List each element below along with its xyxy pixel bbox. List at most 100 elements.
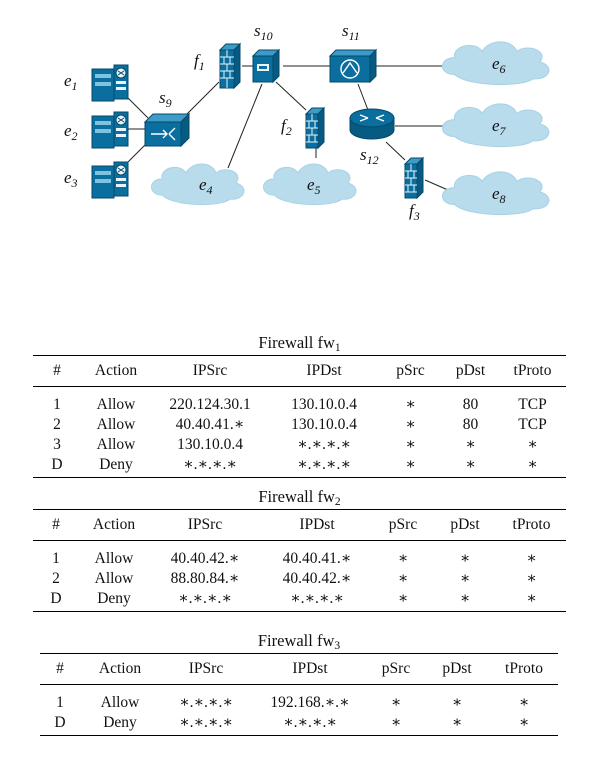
- table-row: 2 Allow 40.40.41.∗ 130.10.0.4 ∗ 80 TCP: [33, 414, 566, 434]
- link-s10-e4: [227, 83, 263, 169]
- table-row: D Deny ∗.∗.∗.∗ ∗.∗.∗.∗ ∗ ∗ ∗: [33, 588, 566, 612]
- column-header: tProto: [513, 362, 552, 379]
- network-diagram: e1 e2 e3 s9 f1 s10 s11 f2 s12 f3 e4 e5 e…: [64, 21, 550, 223]
- rule-id: 2: [52, 569, 60, 587]
- router-s12-icon[interactable]: [349, 108, 395, 140]
- label-s10: s10: [254, 21, 273, 43]
- label-f2: f2: [281, 116, 292, 138]
- rule-action: Allow: [100, 693, 140, 711]
- rule-port-dst: ∗: [459, 589, 471, 607]
- rule-port-dst: ∗: [465, 435, 476, 453]
- rule-action: Allow: [94, 549, 134, 567]
- rule-port-src: ∗: [390, 713, 402, 731]
- rule-action: Deny: [99, 455, 133, 473]
- rule-ip-src: 40.40.41.∗: [175, 415, 245, 433]
- rule-id: 3: [53, 435, 61, 453]
- rule-protocol: ∗: [518, 693, 530, 711]
- label-e3: e3: [64, 168, 78, 190]
- server-e3-icon[interactable]: [91, 161, 129, 199]
- link-s9-f1: [184, 81, 220, 117]
- rule-ip-dst: ∗.∗.∗.∗: [297, 435, 351, 453]
- column-header: IPDst: [292, 660, 328, 677]
- table-row: 2 Allow 88.80.84.∗ 40.40.42.∗ ∗ ∗ ∗: [33, 568, 566, 588]
- firewall-fw2-title: Firewall fw2: [258, 487, 341, 508]
- links: [127, 65, 452, 191]
- column-header: #: [53, 362, 61, 379]
- rule-port-dst: ∗: [465, 455, 476, 473]
- rule-id: D: [54, 713, 66, 731]
- rule-ip-dst: 192.168.∗.∗: [270, 693, 350, 711]
- rule-action: Deny: [97, 589, 131, 607]
- label-e6: e6: [492, 54, 506, 76]
- rule-id: D: [51, 455, 63, 473]
- rule-ip-dst: 130.10.0.4: [291, 415, 357, 433]
- label-s11: s11: [342, 21, 360, 43]
- rule-port-dst: 80: [462, 415, 479, 433]
- server-e1-icon[interactable]: [91, 64, 129, 102]
- table-row: 1 Allow 220.124.30.1 130.10.0.4 ∗ 80 TCP: [33, 387, 566, 415]
- switch-s9-icon[interactable]: [143, 112, 191, 148]
- column-header: tProto: [512, 516, 551, 533]
- rule-port-src: ∗: [405, 455, 416, 473]
- column-header: tProto: [505, 660, 543, 677]
- label-e7: e7: [492, 116, 507, 138]
- column-header: pDst: [442, 660, 472, 677]
- column-header: IPSrc: [192, 362, 228, 379]
- column-header: #: [56, 660, 64, 677]
- table-row: 1 Allow 40.40.42.∗ 40.40.41.∗ ∗ ∗ ∗: [33, 541, 566, 569]
- rule-protocol: TCP: [518, 415, 547, 433]
- firewall-f1-icon[interactable]: [218, 42, 242, 90]
- column-header: IPDst: [299, 516, 335, 533]
- rule-protocol: ∗: [526, 549, 537, 567]
- firewall-fw3-title: Firewall fw3: [257, 631, 341, 652]
- rule-port-src: ∗: [405, 435, 416, 453]
- link-f3-e8: [424, 179, 449, 191]
- label-f3: f3: [409, 201, 420, 223]
- rule-id: 1: [53, 395, 61, 413]
- rule-port-src: ∗: [397, 549, 409, 567]
- table-row: 3 Allow 130.10.0.4 ∗.∗.∗.∗ ∗ ∗ ∗: [33, 434, 566, 454]
- rule-ip-src: 88.80.84.∗: [170, 569, 240, 587]
- column-header: Action: [94, 362, 138, 379]
- rule-port-src: ∗: [405, 395, 416, 413]
- switch-s11-icon[interactable]: [328, 48, 378, 84]
- rule-ip-src: 130.10.0.4: [177, 435, 243, 453]
- column-header: IPSrc: [188, 660, 224, 677]
- rule-ip-src: 220.124.30.1: [169, 395, 251, 413]
- link-e1-s9: [127, 97, 149, 119]
- column-header: pSrc: [388, 516, 418, 533]
- label-e2: e2: [64, 121, 78, 143]
- rule-ip-dst: 40.40.41.∗: [282, 549, 352, 567]
- link-s11-s12: [357, 83, 369, 111]
- column-header: Action: [98, 660, 142, 677]
- rule-port-dst: ∗: [459, 569, 471, 587]
- rule-port-dst: 80: [462, 395, 479, 413]
- table-row: D Deny ∗.∗.∗.∗ ∗.∗.∗.∗ ∗ ∗ ∗: [33, 454, 566, 478]
- firewall-f3-icon[interactable]: [403, 156, 425, 200]
- firewall-fw1-title: Firewall fw1: [258, 333, 341, 354]
- cloud-e4-icon[interactable]: [151, 163, 245, 206]
- firewall-fw1-table: Firewall fw1 # Action IPSrc IPDst pSrc p…: [33, 333, 566, 478]
- label-s12: s12: [360, 145, 379, 167]
- firewall-f2-icon[interactable]: [304, 106, 326, 150]
- rule-port-src: ∗: [390, 693, 402, 711]
- rule-ip-dst: 130.10.0.4: [291, 395, 357, 413]
- column-header: IPDst: [306, 362, 342, 379]
- label-e1: e1: [64, 71, 78, 93]
- column-header: #: [52, 516, 60, 533]
- label-e8: e8: [492, 184, 506, 206]
- server-e2-icon[interactable]: [91, 111, 129, 149]
- column-header: Action: [92, 516, 136, 533]
- switch-s10-icon[interactable]: [251, 48, 281, 84]
- rule-action: Allow: [96, 415, 136, 433]
- rule-ip-src: ∗.∗.∗.∗: [179, 693, 233, 711]
- rule-protocol: TCP: [518, 395, 547, 413]
- rule-id: 1: [56, 693, 64, 711]
- column-header: pDst: [455, 362, 486, 379]
- rule-id: 1: [52, 549, 60, 567]
- rule-ip-src: 40.40.42.∗: [170, 549, 240, 567]
- firewall-fw2-table: Firewall fw2 # Action IPSrc IPDst pSrc p…: [33, 487, 566, 612]
- rule-port-src: ∗: [405, 415, 416, 433]
- column-header: pSrc: [381, 660, 411, 677]
- rule-action: Allow: [96, 395, 136, 413]
